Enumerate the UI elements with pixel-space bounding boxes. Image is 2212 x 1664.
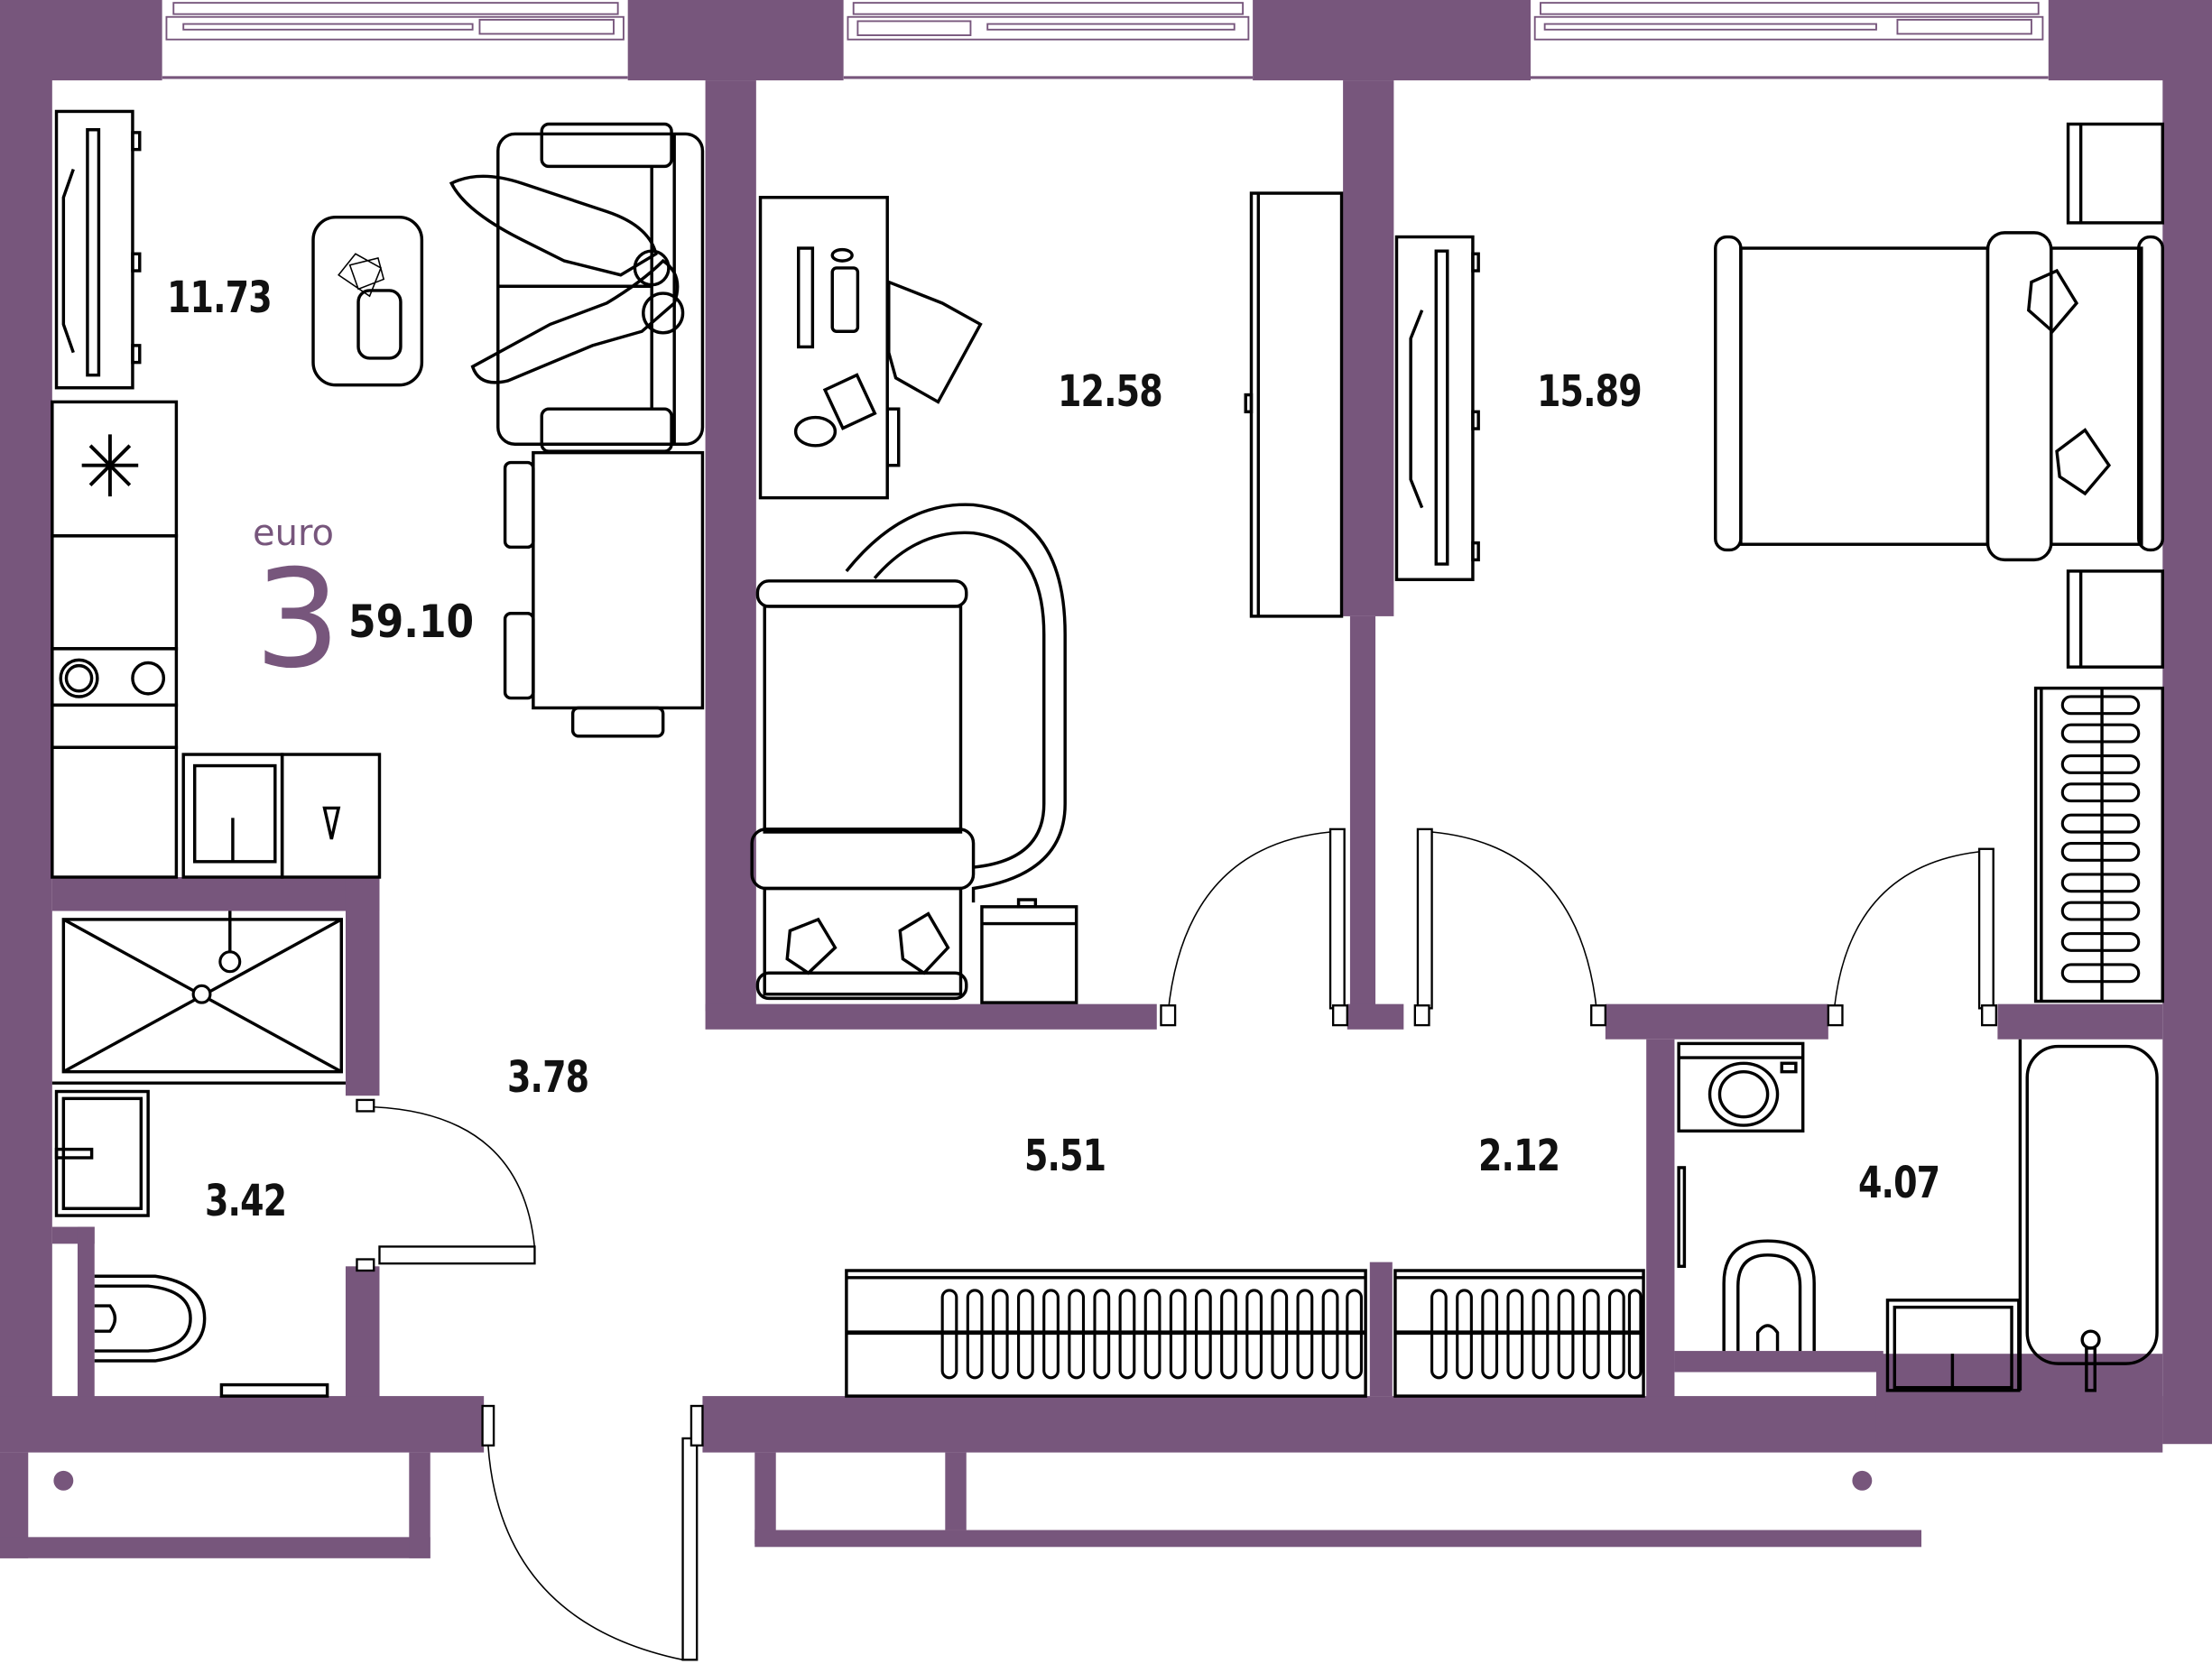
bathtub-icon bbox=[2018, 1039, 2159, 1392]
snowflake-icon bbox=[81, 434, 139, 497]
door-swing-icon bbox=[1827, 847, 1998, 1027]
room-area-bedroom-2: 15.89 bbox=[1537, 366, 1643, 417]
room-area-hall: 3.78 bbox=[507, 1052, 589, 1103]
nightstand-icon bbox=[980, 898, 1078, 1004]
stove-icon bbox=[59, 658, 166, 698]
rooms-count: 3 bbox=[255, 541, 341, 698]
sink-icon bbox=[54, 1089, 150, 1217]
washing-machine-icon bbox=[1677, 1041, 1805, 1133]
room-area-kitchen-living: 11.73 bbox=[167, 273, 273, 323]
walls bbox=[0, 0, 2212, 1558]
chair-icon bbox=[887, 280, 983, 404]
kitchen-counter bbox=[51, 400, 382, 879]
corridor-wardrobes bbox=[845, 1262, 1645, 1398]
wardrobe-icon bbox=[2033, 686, 2165, 1003]
room-area-corridor-2: 2.12 bbox=[1478, 1131, 1560, 1181]
dining-table-icon bbox=[503, 450, 705, 738]
window-icon bbox=[162, 0, 628, 81]
tv-icon bbox=[54, 109, 142, 390]
windows bbox=[162, 0, 2049, 81]
toilet-icon bbox=[1722, 1239, 1816, 1352]
room-area-bedroom-1: 12.58 bbox=[1058, 366, 1163, 417]
shower-icon bbox=[51, 911, 346, 1085]
sink-icon bbox=[192, 763, 277, 864]
bedroom-2-furniture bbox=[1394, 122, 2165, 1003]
kitchen-living-furniture bbox=[51, 109, 705, 879]
wardrobe-icon bbox=[845, 1269, 1367, 1398]
nightstand-icon bbox=[2066, 122, 2165, 669]
coffee-table-icon bbox=[311, 215, 424, 387]
entrance-door-icon bbox=[481, 1404, 704, 1661]
total-area: 59.10 bbox=[348, 596, 475, 648]
door-swing-icon bbox=[356, 1098, 536, 1272]
window-icon bbox=[1531, 0, 2049, 81]
bed-icon bbox=[750, 503, 1067, 1001]
room-area-bathroom-1: 3.42 bbox=[205, 1176, 287, 1226]
bed-icon bbox=[1714, 231, 2165, 562]
window-icon bbox=[843, 0, 1254, 81]
door-swing-icon bbox=[1160, 827, 1348, 1027]
brand-label: euro bbox=[253, 513, 334, 554]
room-area-bathroom-2: 4.07 bbox=[1858, 1158, 1940, 1208]
bedroom-1-furniture bbox=[750, 191, 1344, 1004]
bathroom-1-furniture bbox=[51, 911, 346, 1398]
sofa-icon bbox=[449, 122, 705, 453]
door-swing-icon bbox=[1413, 827, 1607, 1027]
desk-icon bbox=[758, 196, 901, 500]
wardrobe-icon bbox=[1393, 1269, 1645, 1398]
room-area-corridor: 5.51 bbox=[1024, 1131, 1106, 1181]
doors bbox=[356, 827, 1998, 1661]
toilet-icon bbox=[94, 1274, 207, 1363]
wardrobe-icon bbox=[1244, 191, 1344, 618]
bathroom-2-furniture bbox=[1677, 1039, 2159, 1392]
tv-icon bbox=[1394, 235, 1480, 581]
